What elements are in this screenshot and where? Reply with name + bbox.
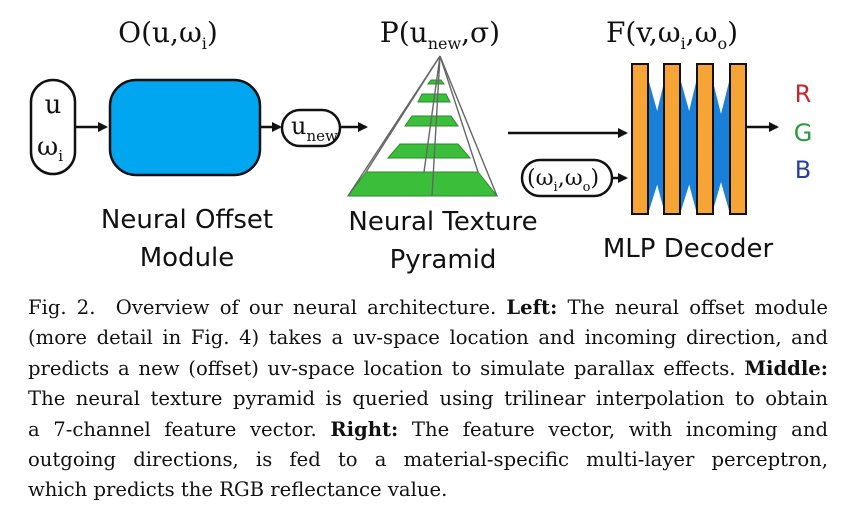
offset-module-label-1: Neural Offset <box>101 205 273 235</box>
offset-module-box <box>108 78 262 177</box>
caption-line-7: which predicts the RGB reflectance value… <box>28 478 448 502</box>
caption-line-1: Fig. 2. Overview of our neural architect… <box>28 296 828 319</box>
unew-capsule: unew <box>280 108 342 148</box>
mlp-layer-2 <box>663 63 681 215</box>
pyramid-level-3 <box>386 143 472 159</box>
output-b: B <box>795 156 811 184</box>
caption-line-2: (more detail in Fig. 4) takes a uv-space… <box>28 326 828 350</box>
caption-line-6: outgoing directions, is fed to a materia… <box>28 448 828 472</box>
caption-line-5: a 7-channel feature vector. Right: The f… <box>28 417 828 441</box>
caption-line-4: The neural texture pyramid is queried us… <box>28 387 828 411</box>
output-r: R <box>795 80 812 108</box>
mlp-layer-4 <box>729 63 747 215</box>
pyramid-label-2: Pyramid <box>390 245 497 275</box>
mlp-decoder <box>631 63 747 215</box>
directions-capsule: (ωi,ωo) <box>520 158 614 198</box>
output-g: G <box>794 119 813 147</box>
caption-line-3: predicts a new (offset) uv-space locatio… <box>28 356 828 380</box>
decoder-label: MLP Decoder <box>603 234 774 264</box>
input-omega: ωi <box>37 132 63 165</box>
figure-caption: Fig. 2. Overview of our neural architect… <box>28 293 828 506</box>
pyramid-formula: P(unew,σ) <box>380 16 500 53</box>
svg-text:(ωi,ωo): (ωi,ωo) <box>527 166 599 195</box>
texture-pyramid <box>347 55 499 197</box>
mlp-layer-3 <box>696 63 714 215</box>
pyramid-level-4 <box>347 171 499 197</box>
pyramid-label-1: Neural Texture <box>348 207 537 237</box>
offset-module-formula: O(u,ωi) <box>118 16 218 53</box>
input-capsule: u ωi <box>29 78 77 176</box>
decoder-formula: F(v,ωi,ωo) <box>606 16 738 53</box>
offset-module-label-2: Module <box>140 243 235 273</box>
mlp-layer-1 <box>631 63 649 215</box>
architecture-diagram: O(u,ωi) P(unew,σ) F(v,ωi,ωo) u ωi unew <box>29 16 813 275</box>
input-u: u <box>45 90 62 120</box>
svg-text:unew: unew <box>291 112 338 145</box>
